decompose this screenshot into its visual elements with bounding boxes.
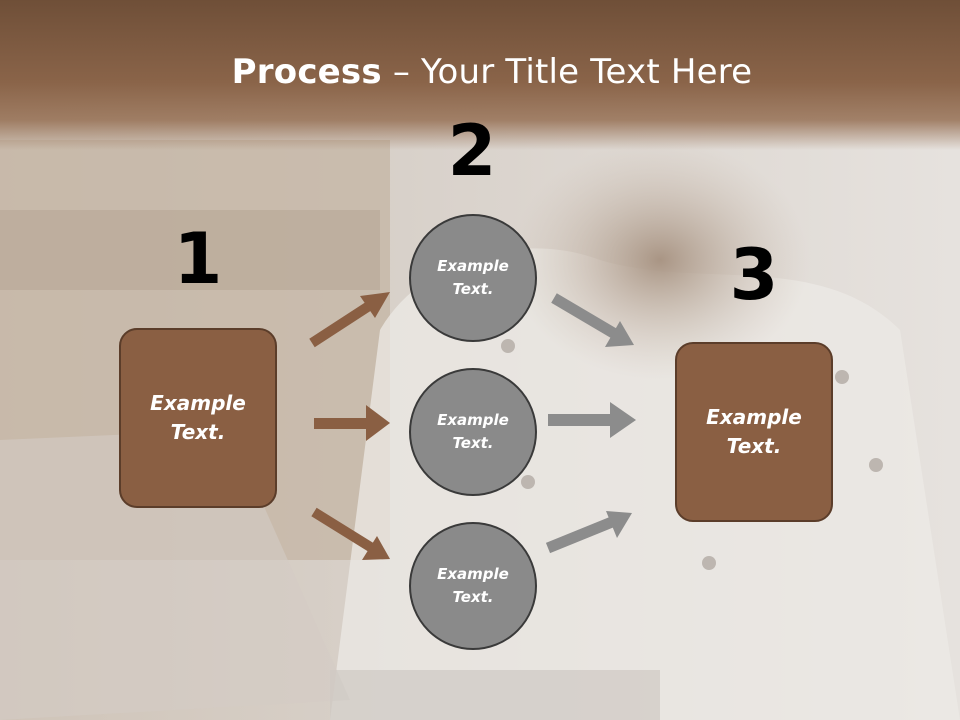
title-bold: Process	[231, 52, 382, 92]
arrow-1-mid	[314, 405, 390, 441]
arrow-1-down	[311, 507, 390, 560]
arrow-2-top	[551, 293, 634, 347]
step-3-box: Example Text.	[675, 342, 833, 522]
step-2-text-bottom: Example Text.	[437, 565, 509, 606]
arrow-1-up	[309, 292, 390, 348]
step-2-circle-top: Example Text.	[409, 214, 537, 342]
arrow-2-mid	[548, 402, 636, 438]
arrow-2-bottom	[545, 511, 632, 554]
title-band	[0, 0, 960, 150]
step-2-text-middle: Example Text.	[437, 411, 509, 452]
step-3-number: 3	[729, 234, 779, 316]
step-2-circle-bottom: Example Text.	[409, 522, 537, 650]
step-2-text-top: Example Text.	[437, 257, 509, 298]
step-2-number: 2	[447, 110, 497, 192]
step-1-number: 1	[173, 218, 223, 300]
title-rest: Your Title Text Here	[421, 52, 753, 92]
step-3-text: Example Text.	[706, 405, 802, 458]
step-2-circle-middle: Example Text.	[409, 368, 537, 496]
slide-title: Process – Your Title Text Here	[0, 52, 960, 92]
step-1-box: Example Text.	[119, 328, 277, 508]
title-dash: –	[381, 52, 422, 92]
step-1-text: Example Text.	[150, 391, 246, 444]
